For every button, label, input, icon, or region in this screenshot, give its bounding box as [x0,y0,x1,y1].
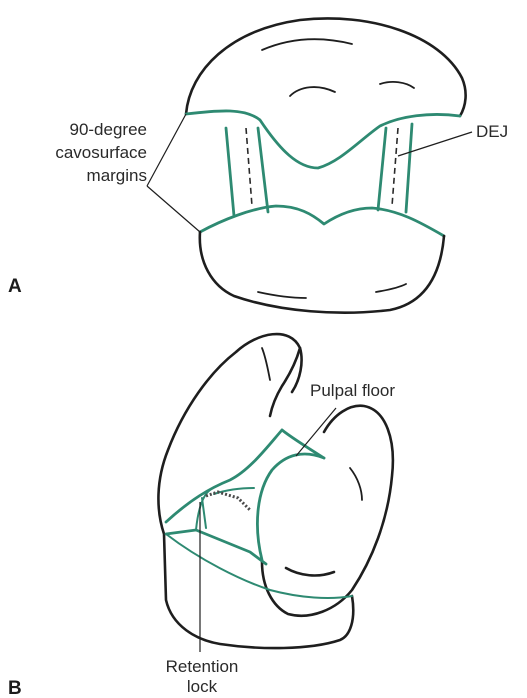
panel-a-left-wall-inner [258,128,268,212]
panel-b-proximal-lobe [262,406,393,616]
panel-b-retention-groove [206,492,250,510]
panel-a-cavosurface-label-line3: margins [87,166,147,185]
panel-b-pulpal-floor-label: Pulpal floor [310,381,395,400]
panel-a-right-wall-outer [406,124,412,212]
panel-a: 90-degree cavosurface margins DEJ A [8,18,508,312]
panel-a-dej-label: DEJ [476,122,508,141]
panel-b-prep-gingival [166,530,266,564]
panel-a-dome-stroke-3 [380,82,414,88]
panel-a-leader-lower [147,186,200,232]
panel-b-prep-occlusal-left [166,430,282,522]
panel-a-upper-outline [186,18,466,116]
panel-b-prep-floor-line [214,488,254,494]
panel-b-cusp-inner [270,348,300,416]
panel-b-leader-pulpal-floor [296,408,336,456]
panel-b-proximal-stroke [286,568,334,575]
panel-a-lower-stroke-2 [376,284,406,292]
panel-a-cavosurface-label-line1: 90-degree [69,120,147,139]
panel-a-letter: A [8,276,22,297]
panel-b-letter: B [8,678,22,698]
panel-a-dome-stroke-1 [262,39,352,50]
panel-a-dome-stroke-2 [290,87,335,96]
panel-a-right-dej [392,128,398,206]
panel-a-right-wall-inner [378,128,386,210]
panel-a-cavosurface-label-line2: cavosurface [55,143,147,162]
panel-a-leader-dej [398,132,472,156]
panel-b-retention-label-line1: Retention [166,657,239,676]
panel-a-left-wall-outer [226,128,234,216]
panel-b-proximal-inner-stroke [350,468,362,500]
panel-a-lower-outline [200,232,444,313]
panel-a-lower-stroke-1 [258,292,306,298]
panel-b: Pulpal floor Retention lock B [8,334,395,698]
panel-a-leader-upper [147,114,186,186]
panel-b-retention-label-line2: lock [187,677,218,696]
panel-a-left-dej [246,128,252,206]
panel-b-cusp-stroke [262,348,270,380]
panel-b-retention-groove-edge [202,498,206,528]
panel-b-prep-axial-right [257,454,324,560]
